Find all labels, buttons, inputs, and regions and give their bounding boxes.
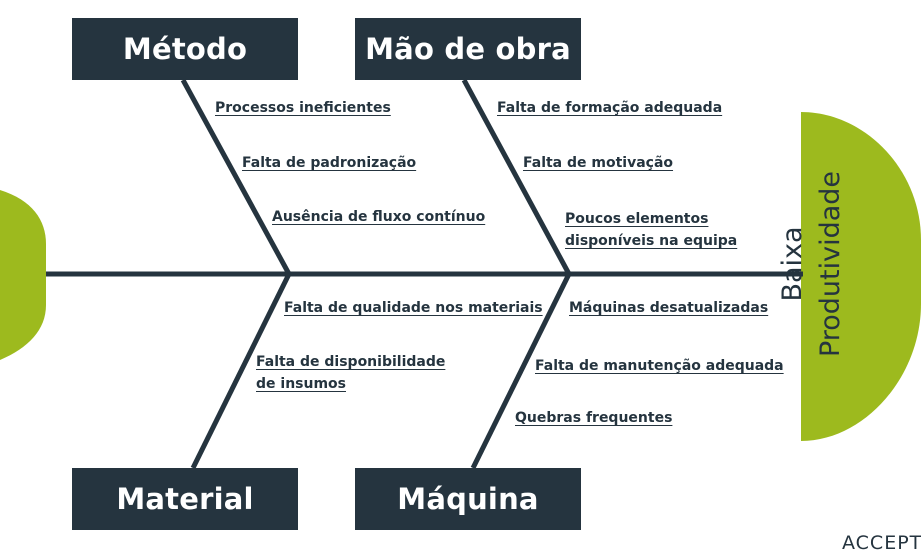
cause-metodo-2: Falta de padronização (242, 155, 417, 171)
logo-watermark: ACCEPT (842, 532, 921, 554)
cause-metodo-1: Processos ineficientes (215, 100, 391, 116)
effect-label: Baixa Produtividade (774, 171, 850, 357)
cause-mao-de-obra-3-line2: disponíveis na equipa (565, 233, 738, 249)
category-metodo: Método (72, 18, 298, 80)
bone-metodo (180, 78, 292, 276)
head-shape (801, 112, 921, 441)
cause-maquina-3: Quebras frequentes (515, 410, 673, 426)
cause-maquina-1: Máquinas desatualizadas (569, 300, 769, 316)
category-material: Material (72, 468, 298, 530)
bone-material (190, 272, 292, 470)
cause-metodo-3: Ausência de fluxo contínuo (272, 209, 486, 225)
cause-mao-de-obra-2: Falta de motivação (523, 155, 674, 171)
cause-material-1: Falta de qualidade nos materiais (284, 300, 543, 316)
cause-maquina-2: Falta de manutenção adequada (535, 358, 784, 374)
cause-mao-de-obra-1: Falta de formação adequada (497, 100, 723, 116)
category-mao-de-obra: Mão de obra (355, 18, 581, 80)
cause-material-2-line2: de insumos (256, 376, 346, 392)
effect-label-line2: Produtividade (815, 170, 846, 358)
category-maquina: Máquina (355, 468, 581, 530)
bone-mao-de-obra (461, 78, 572, 276)
cause-material-2-line1: Falta de disponibilidade (256, 354, 446, 370)
effect-label-line1: Baixa (777, 226, 808, 302)
bone-maquina (470, 272, 572, 470)
cause-mao-de-obra-3-line1: Poucos elementos (565, 211, 709, 227)
tail-shape (0, 190, 46, 360)
